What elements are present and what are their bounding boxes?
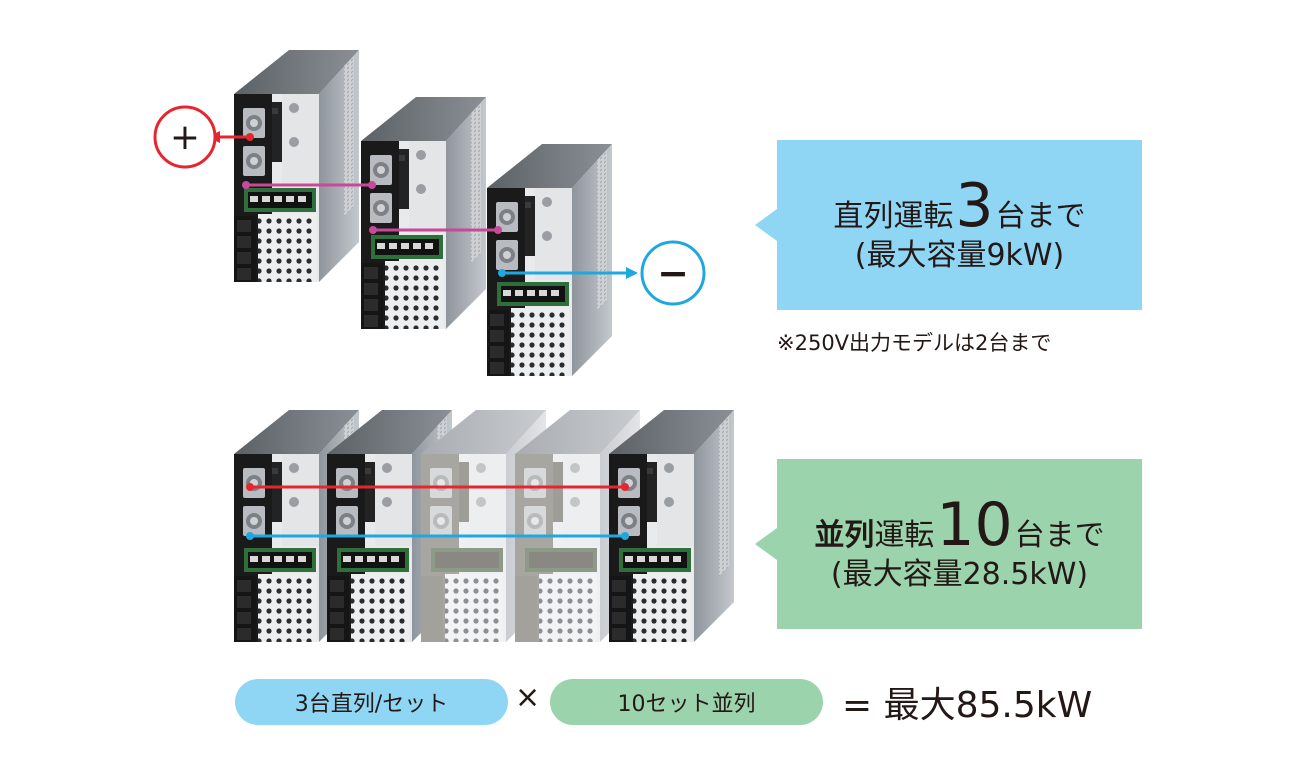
parallel-suffix: 台まで	[1014, 518, 1105, 553]
minus-symbol: −	[657, 251, 689, 295]
parallel-prefix: 運転	[874, 518, 935, 553]
multiply-sign: ×	[515, 680, 541, 715]
parallel-minus-node	[621, 532, 629, 540]
parallel-headline: 並列 運転 10 台まで	[814, 490, 1105, 560]
parallel-plus-node	[621, 483, 629, 491]
parallel-count: 10	[936, 490, 1013, 560]
plus-terminal-circle	[153, 105, 217, 169]
series-link-node	[368, 181, 376, 189]
psu-unit-parallel-5	[609, 410, 734, 642]
parallel-plus-node	[246, 483, 254, 491]
minus-arrowhead	[626, 267, 638, 279]
plus-wire-node	[246, 133, 254, 141]
series-suffix: 台まで	[995, 199, 1086, 234]
series-operation-callout: 直列運転 3 台まで (最大容量9kW)	[755, 140, 1142, 310]
series-capacity: (最大容量9kW)	[854, 238, 1065, 273]
series-link-node	[369, 226, 377, 234]
psu-unit-series-2	[361, 97, 486, 329]
total-capacity: = 最大85.5kW	[842, 685, 1093, 726]
parallel-capacity: (最大容量28.5kW)	[830, 557, 1089, 592]
series-footnote: ※250V出力モデルは2台まで	[777, 331, 1052, 355]
callout-pointer	[755, 209, 777, 241]
psu-unit-series-3	[487, 144, 612, 376]
series-set-pill: 3台直列/セット	[235, 679, 508, 725]
series-count: 3	[955, 171, 994, 241]
parallel-set-pill: 10セット並列	[550, 679, 823, 725]
parallel-minus-node	[246, 532, 254, 540]
series-link-node	[494, 226, 502, 234]
parallel-operation-callout: 並列 運転 10 台まで (最大容量28.5kW)	[755, 459, 1142, 629]
series-headline: 直列運転 3 台まで	[833, 171, 1086, 241]
minus-terminal-circle	[640, 240, 706, 306]
series-link-node	[242, 181, 250, 189]
minus-wire-node	[498, 269, 506, 277]
psu-unit-series-1	[234, 50, 359, 282]
parallel-prefix-bold: 並列	[814, 518, 875, 553]
callout-pointer	[755, 528, 777, 560]
plus-symbol: +	[170, 117, 200, 158]
series-callout-box: 直列運転 3 台まで (最大容量9kW)	[777, 140, 1142, 310]
series-prefix: 直列運転	[833, 199, 954, 234]
parallel-callout-box: 並列 運転 10 台まで (最大容量28.5kW)	[777, 459, 1142, 629]
